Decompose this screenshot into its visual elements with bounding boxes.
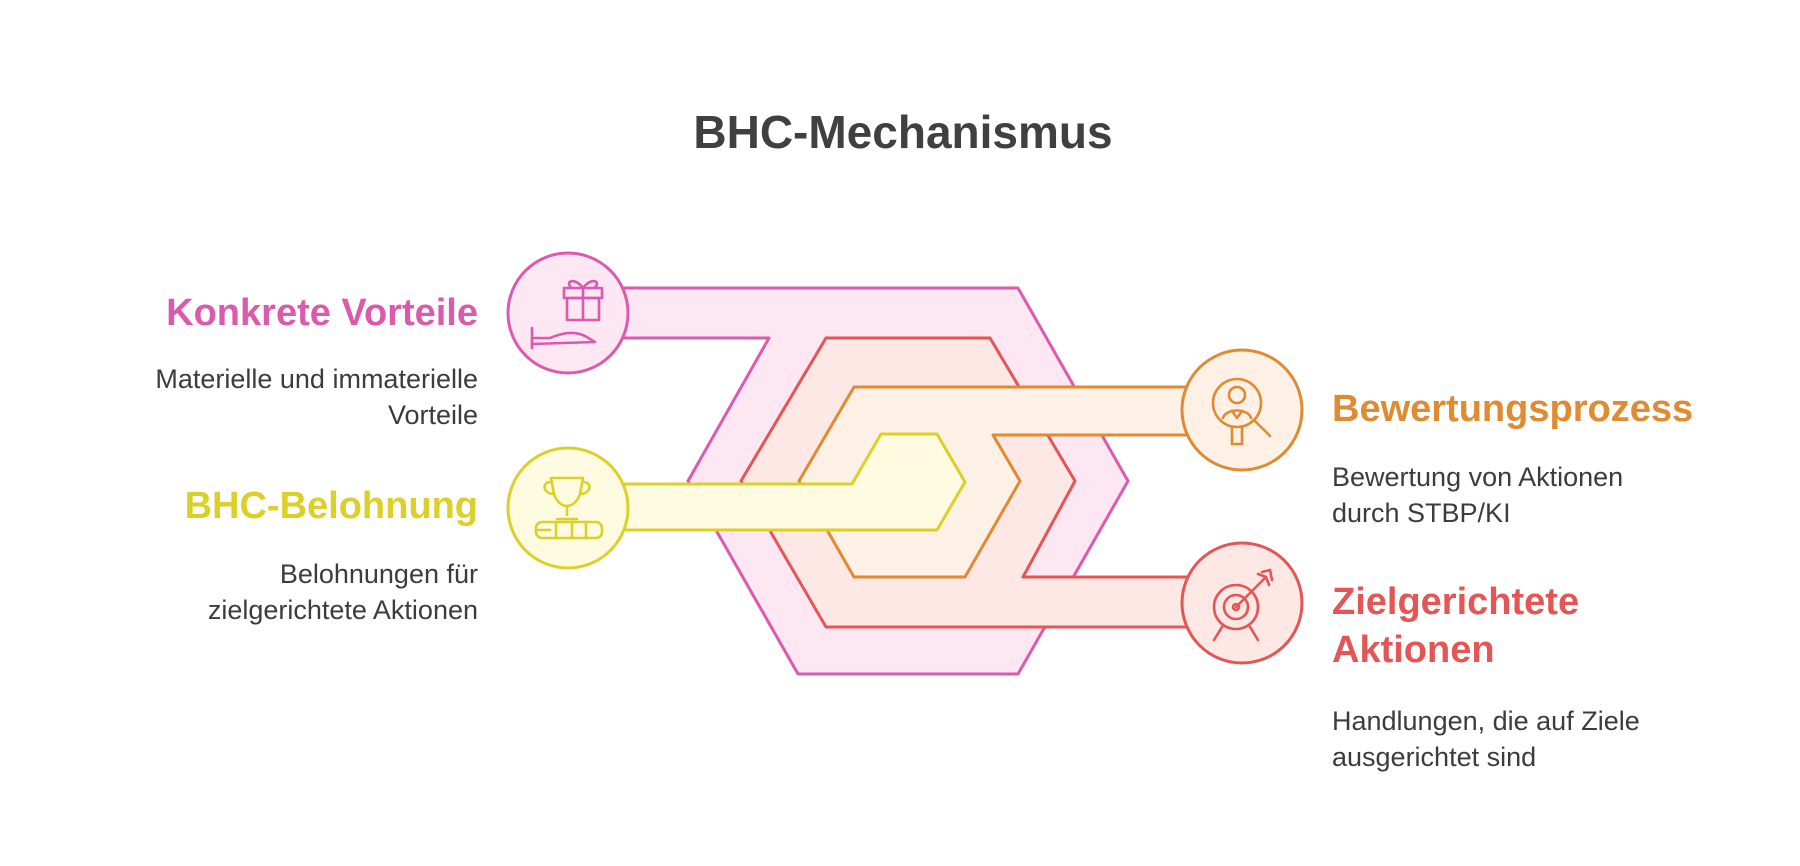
target-arrow-icon — [1212, 568, 1274, 642]
heading-bhc-belohnung: BHC-Belohnung — [185, 485, 478, 527]
desc-bhc-belohnung-line1: Belohnungen für — [280, 559, 478, 589]
heading-konkrete-vorteile: Konkrete Vorteile — [166, 292, 478, 334]
heading-bewertungsprozess: Bewertungsprozess — [1332, 388, 1693, 430]
person-magnifier-icon — [1211, 377, 1272, 446]
layer-bhc-belohnung — [566, 432, 967, 532]
desc-konkrete-vorteile-line1: Materielle und immaterielle — [155, 364, 478, 394]
heading-zielgerichtete-aktionen-line2: Aktionen — [1332, 629, 1495, 671]
circle-zielgerichtete-aktionen — [1180, 541, 1304, 665]
page-title: BHC-Mechanismus — [693, 106, 1112, 158]
desc-zielgerichtete-aktionen-line2: ausgerichtet sind — [1332, 742, 1536, 772]
trophy-icon — [534, 476, 604, 540]
desc-zielgerichtete-aktionen-line1: Handlungen, die auf Ziele — [1332, 706, 1640, 736]
desc-bewertungsprozess-line1: Bewertung von Aktionen — [1332, 462, 1623, 492]
desc-konkrete-vorteile-line2: Vorteile — [388, 400, 478, 430]
heading-zielgerichtete-aktionen-line1: Zielgerichtete — [1332, 581, 1579, 623]
gift-hand-icon — [530, 279, 604, 350]
desc-bhc-belohnung-line2: zielgerichtete Aktionen — [208, 595, 478, 625]
desc-bewertungsprozess-line2: durch STBP/KI — [1332, 498, 1511, 528]
